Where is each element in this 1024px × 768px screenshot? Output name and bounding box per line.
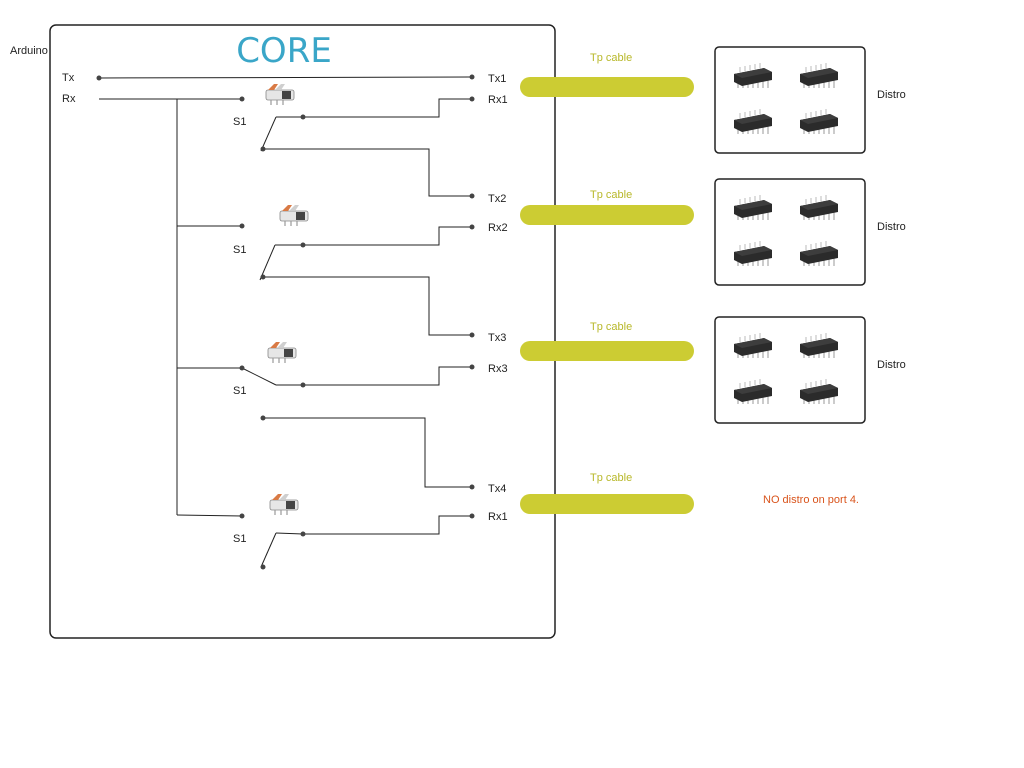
- port4-note: NO distro on port 4.: [763, 494, 859, 506]
- tp-cable-label: Tp cable: [590, 52, 632, 64]
- switch2-lever: [259, 244, 276, 281]
- tp-cable-4: [520, 494, 694, 514]
- switch-label: S1: [233, 385, 246, 397]
- wire-s4-to-rx1: [303, 515, 472, 535]
- switch3-lever: [241, 367, 277, 386]
- distro-box-2: [714, 178, 866, 286]
- tp-cable-1: [520, 77, 694, 97]
- arduino-tx-label: Tx: [62, 72, 75, 84]
- tp-cable-label: Tp cable: [590, 189, 632, 201]
- wire-s2-to-tx3: [263, 276, 472, 336]
- wire-s3-to-tx4: [263, 417, 472, 488]
- switch-label: S1: [233, 244, 246, 256]
- port2-tx-label: Tx2: [488, 193, 506, 205]
- port3-tx-label: Tx3: [488, 332, 506, 344]
- arduino-label: Arduino: [10, 45, 48, 57]
- wire-rx-to-s1-4: [176, 514, 243, 517]
- switch-label: S1: [233, 533, 246, 545]
- core-title: CORE: [236, 31, 332, 71]
- switch1-lever: [260, 116, 277, 152]
- wire-tx-to-tx1: [98, 76, 473, 79]
- port3-rx-label: Rx3: [488, 363, 508, 375]
- switch-label: S1: [233, 116, 246, 128]
- tp-cable-3: [520, 341, 694, 361]
- distro-box-3: [714, 316, 866, 424]
- distro-label: Distro: [877, 359, 906, 371]
- wire-s2-to-rx2: [303, 226, 472, 246]
- port2-rx-label: Rx2: [488, 222, 508, 234]
- distro-box-1: [714, 46, 866, 154]
- core-box: [49, 24, 556, 639]
- port1-tx-label: Tx1: [488, 73, 506, 85]
- tp-cable-label: Tp cable: [590, 472, 632, 484]
- terminal-dots: [96, 74, 475, 570]
- switch4-lever: [260, 532, 277, 568]
- arduino-rx-label: Rx: [62, 93, 76, 105]
- cables: [520, 77, 694, 514]
- wire-s3-to-rx3: [303, 366, 472, 386]
- port4-tx-label: Tx4: [488, 483, 506, 495]
- tp-cable-2: [520, 205, 694, 225]
- wires: [98, 76, 473, 568]
- slide-switch-icon: [265, 83, 295, 106]
- distro-label: Distro: [877, 221, 906, 233]
- tp-cable-label: Tp cable: [590, 321, 632, 333]
- slide-switch-icon: [269, 493, 299, 516]
- distro-label: Distro: [877, 89, 906, 101]
- port4-rx-label: Rx1: [488, 511, 508, 523]
- wire-s1-to-tx2: [263, 148, 472, 197]
- port1-rx-label: Rx1: [488, 94, 508, 106]
- wire-s1-to-rx1: [303, 98, 472, 118]
- slide-switch-icon: [267, 341, 297, 364]
- slide-switch-icon: [279, 204, 309, 227]
